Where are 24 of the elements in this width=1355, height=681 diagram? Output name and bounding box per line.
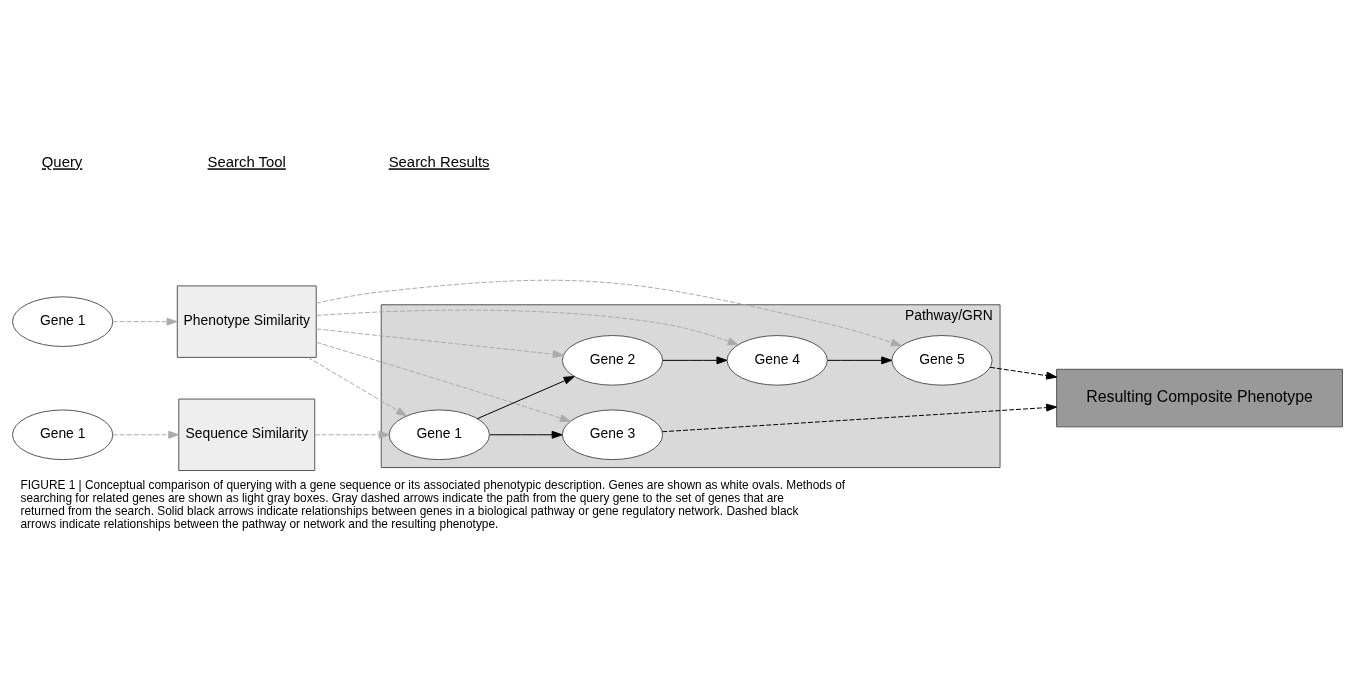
node-box: Sequence Similarity: [178, 398, 316, 471]
node-ellipse: Gene 1: [388, 409, 490, 460]
arrow: [661, 403, 1058, 432]
arrow: [827, 355, 893, 364]
arrow: [316, 327, 564, 358]
arrow: [307, 356, 407, 416]
caption: FIGURE 1 | Conceptual comparison of querying with a gene sequence or its associated phenotypic description. Genes are shown as white ovals. Methods of searching for related genes are shown as light gray boxes. Gray dashed arrows indicate the path from the query gene to the set of genes that are returned from the search. Solid black arrows indicate relationships between genes in a biological pathway or gene regulatory network. Dashed black arrows indicate relationships between the pathway or network and the resulting phenotype.: [20, 477, 846, 531]
node-ellipse: Gene 1: [12, 295, 114, 347]
arrow: [662, 355, 728, 364]
arrow: [315, 341, 571, 422]
arrow: [489, 430, 563, 439]
label: Search Tool: [207, 153, 286, 170]
node-box: Resulting Composite Phenotype: [1056, 368, 1343, 427]
node-box: Phenotype Similarity: [176, 284, 317, 358]
label: Query: [41, 153, 83, 170]
arrow: [112, 430, 180, 439]
arrow: [315, 279, 902, 346]
arrow: [314, 430, 390, 439]
node-ellipse: Gene 1: [12, 409, 114, 460]
arrow: [476, 375, 575, 419]
arrow: [989, 366, 1058, 380]
arrow: [316, 309, 739, 345]
label: Search Results: [388, 153, 490, 170]
arrow: [112, 317, 178, 326]
